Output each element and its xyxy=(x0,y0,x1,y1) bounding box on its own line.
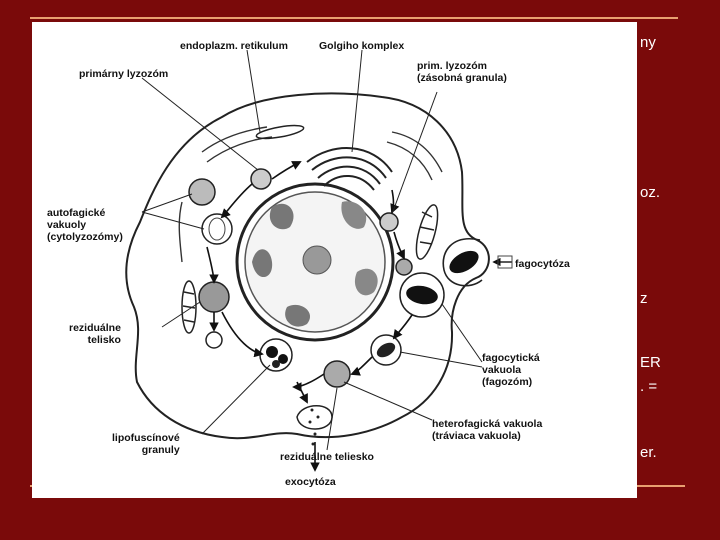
autophagic-vacuole-2 xyxy=(201,213,233,245)
label-exocytosis: exocytóza xyxy=(285,476,336,488)
exocytosis-dots xyxy=(308,408,320,446)
label-line: lipofuscínové xyxy=(112,432,180,444)
chromatin-1 xyxy=(269,203,294,230)
label-autophagic-vacuoles: autofagické vakuoly (cytolyzozómy) xyxy=(47,207,123,243)
label-line: reziduálne xyxy=(69,322,121,334)
label-line: telisko xyxy=(87,334,121,346)
label-prim-lysosome-granule: prim. lyzozóm (zásobná granula) xyxy=(417,60,507,84)
label-line: prim. lyzozóm xyxy=(417,60,488,72)
cell-drawing xyxy=(125,49,513,472)
label-line: (zásobná granula) xyxy=(417,72,507,84)
label-line: (fagozóm) xyxy=(482,376,533,388)
label-line: heterofagická vakuola xyxy=(432,418,543,430)
chromatin-2 xyxy=(341,201,367,229)
primary-lysosome xyxy=(250,168,272,190)
pathway-arrows xyxy=(206,161,413,472)
label-phagocytic-vacuole: fagocytická vakuola (fagozóm) xyxy=(482,352,540,388)
primary-lysosome-2 xyxy=(379,212,399,232)
nucleus-envelope xyxy=(235,182,395,342)
label-line: fagocytická xyxy=(482,352,540,364)
top-rule xyxy=(30,17,678,19)
chromatin-4 xyxy=(354,268,378,296)
bg-fragment-1: ny xyxy=(640,34,656,51)
exocytosis-vesicle xyxy=(296,405,333,430)
label-line: vakuola xyxy=(482,364,522,376)
nucleolus xyxy=(302,245,332,275)
phagocytosis-pocket xyxy=(442,238,483,287)
label-line: autofagické xyxy=(47,207,106,219)
residual-body xyxy=(198,281,230,313)
primary-lysosome-3 xyxy=(395,258,413,276)
golgi-apparatus xyxy=(306,147,393,191)
label-er: endoplazm. retikulum xyxy=(180,40,288,52)
chromatin-3 xyxy=(252,249,273,278)
label-line: granuly xyxy=(141,444,180,456)
leader-lines xyxy=(141,49,483,451)
bg-fragment-5: . = xyxy=(640,378,658,395)
engulfed-particle xyxy=(449,250,479,274)
small-vacuole xyxy=(205,331,223,349)
label-lipofuscin: lipofuscínové granuly xyxy=(112,432,180,456)
cell-membrane xyxy=(125,92,490,440)
label-line: vakuoly xyxy=(47,219,87,231)
mitochondria xyxy=(181,124,439,334)
bg-fragment-3: z xyxy=(640,290,648,307)
label-line: (cytolyzozómy) xyxy=(47,231,123,243)
label-heterophagic-vacuole: heterofagická vakuola (tráviaca vakuola) xyxy=(432,418,542,442)
label-golgi: Golgiho komplex xyxy=(319,40,405,52)
label-phagocytosis: fagocytóza xyxy=(515,258,570,270)
chromatin-5 xyxy=(285,304,311,327)
bg-fragment-2: oz. xyxy=(640,184,661,201)
label-residual-body-2: reziduálne teliesko xyxy=(280,451,374,463)
label-line: (tráviaca vakuola) xyxy=(432,430,521,442)
label-primary-lysosome: primárny lyzozóm xyxy=(79,68,169,80)
bg-fragment-6: er. xyxy=(640,444,657,461)
bg-fragment-4: ER xyxy=(640,354,661,371)
endoplasmic-reticulum xyxy=(178,126,443,263)
label-residual-body: reziduálne telisko xyxy=(69,322,121,346)
autophagic-vacuole-1 xyxy=(188,178,216,206)
lysosome-diagram: endoplazm. retikulum Golgiho komplex pri… xyxy=(32,22,637,498)
